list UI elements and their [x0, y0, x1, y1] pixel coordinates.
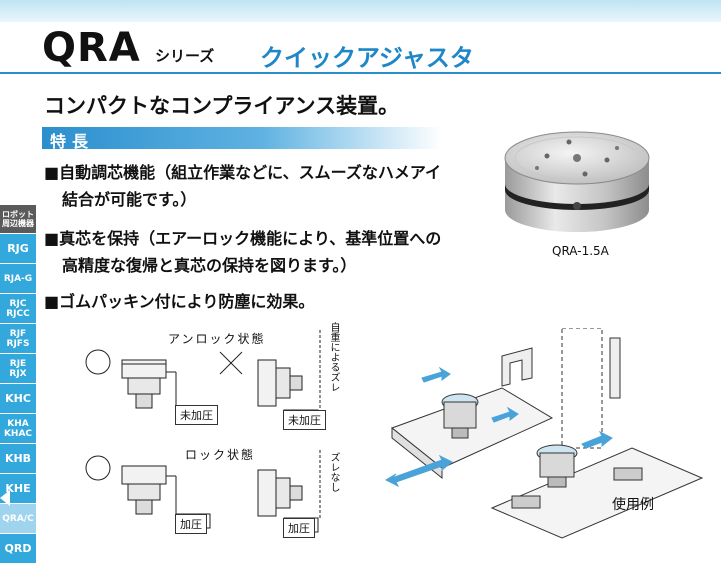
sidebar-item-rjg[interactable]: RJG [0, 234, 36, 263]
sidebar-item-rjf[interactable]: RJF RJFS [0, 324, 36, 353]
feature-1-line2: 結合が可能です。） [62, 190, 197, 209]
not-pressurized-label-2: 未加圧 [283, 410, 326, 430]
current-section-arrow-icon [0, 490, 10, 506]
feature-3-line1: ■ゴムパッキン付により防塵に効果。 [44, 292, 315, 311]
sidebar-item-robot[interactable]: ロボット 周辺機器 [0, 205, 36, 233]
no-misalign-label: ズレなし [328, 452, 339, 492]
sidebar-item-rja-g[interactable]: RJA-G [0, 264, 36, 293]
lock-state-diagram [85, 330, 321, 533]
sidebar-item-rjc[interactable]: RJC RJCC [0, 294, 36, 323]
header-band [0, 0, 721, 22]
feature-2-line1: ■真芯を保持（エアーロック機能により、基準位置への [44, 229, 442, 248]
not-pressurized-label-1: 未加圧 [175, 405, 218, 425]
feature-1-line1: ■自動調芯機能（組立作業などに、スムーズなハメアイ [44, 163, 442, 182]
product-name: クイックアジャスタ [260, 44, 474, 72]
pressurized-label-1: 加圧 [175, 514, 207, 534]
series-suffix: シリーズ [155, 47, 215, 65]
header-rule [0, 72, 721, 74]
sidebar-item-qra[interactable]: QRA/C [0, 504, 36, 533]
product-image [504, 131, 650, 232]
sidebar: ロボット 周辺機器 RJG RJA-G RJC RJCC RJF RJFS RJ… [0, 205, 36, 564]
sidebar-item-khc[interactable]: KHC [0, 384, 36, 413]
usage-example-illustration [384, 328, 704, 539]
lock-state-label: ロック状態 [185, 448, 256, 462]
series-code: QRA [42, 25, 141, 71]
pressurized-label-2: 加圧 [283, 518, 315, 538]
sidebar-item-khb[interactable]: KHB [0, 444, 36, 473]
sidebar-item-qrd[interactable]: QRD [0, 534, 36, 563]
misalign-label: 自重によるズレ [328, 322, 339, 392]
headline: コンパクトなコンプライアンス装置。 [44, 94, 400, 118]
feature-2-line2: 高精度な復帰と真芯の保持を図ります。） [62, 256, 357, 275]
product-caption: QRA-1.5A [552, 244, 609, 258]
usage-example-label: 使用例 [612, 497, 654, 513]
features-heading-bar [42, 127, 442, 149]
features-heading: 特長 [50, 132, 95, 151]
sidebar-item-rje[interactable]: RJE RJX [0, 354, 36, 383]
sidebar-item-kha[interactable]: KHA KHAC [0, 414, 36, 443]
unlock-state-label: アンロック状態 [168, 332, 266, 346]
